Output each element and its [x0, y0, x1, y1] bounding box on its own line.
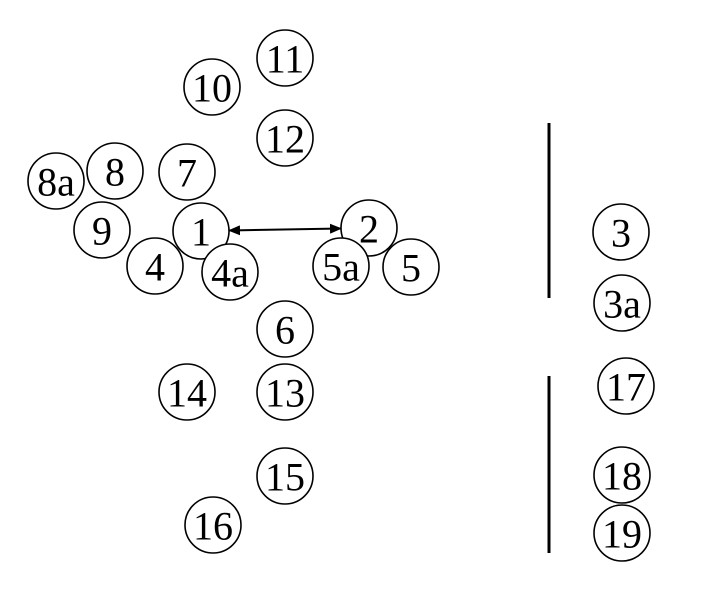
node-19: 19	[593, 504, 651, 562]
node-label: 12	[265, 117, 305, 162]
node-label: 14	[167, 371, 207, 416]
node-circle	[86, 142, 144, 200]
node-circle	[593, 446, 651, 504]
node-18: 18	[593, 446, 651, 504]
node-5a: 5a	[312, 237, 370, 295]
node-label: 6	[275, 308, 295, 353]
node-14: 14	[158, 363, 216, 421]
node-circle	[27, 152, 85, 210]
node-7: 7	[158, 143, 216, 201]
node-label: 9	[92, 209, 112, 254]
node-label: 15	[265, 455, 305, 500]
node-label: 7	[177, 151, 197, 196]
node-4a: 4a	[201, 243, 259, 301]
node-circle	[201, 243, 259, 301]
node-label: 11	[266, 37, 305, 82]
node-label: 3a	[603, 282, 641, 327]
node-label: 1	[191, 210, 211, 255]
double-arrow-1-2	[227, 223, 343, 236]
node-circle	[593, 274, 651, 332]
node-8: 8	[86, 142, 144, 200]
node-label: 5	[401, 246, 421, 291]
node-1: 1	[172, 202, 230, 260]
node-label: 10	[192, 66, 232, 111]
node-label: 18	[602, 454, 642, 499]
node-label: 8a	[37, 160, 75, 205]
node-5: 5	[382, 238, 440, 296]
node-label: 4a	[211, 251, 249, 296]
node-11: 11	[256, 29, 314, 87]
node-13: 13	[256, 363, 314, 421]
node-circle	[382, 238, 440, 296]
node-12: 12	[256, 109, 314, 167]
node-3a: 3a	[593, 274, 651, 332]
node-label: 19	[602, 512, 642, 557]
node-circle	[256, 109, 314, 167]
node-circle	[172, 202, 230, 260]
node-17: 17	[597, 357, 655, 415]
node-16: 16	[184, 496, 242, 554]
node-circle	[593, 504, 651, 562]
node-15: 15	[256, 447, 314, 505]
node-circle	[256, 29, 314, 87]
node-4: 4	[126, 237, 184, 295]
node-3: 3	[592, 203, 650, 261]
node-circle	[597, 357, 655, 415]
node-circle	[256, 300, 314, 358]
node-label: 5a	[322, 245, 360, 290]
node-label: 17	[606, 365, 646, 410]
node-8a: 8a	[27, 152, 85, 210]
node-6: 6	[256, 300, 314, 358]
node-circle	[183, 58, 241, 116]
node-label: 4	[145, 245, 165, 290]
node-circle	[592, 203, 650, 261]
node-10: 10	[183, 58, 241, 116]
edges-layer	[227, 223, 343, 236]
node-label: 16	[193, 504, 233, 549]
node-label: 13	[265, 371, 305, 416]
node-circle	[256, 447, 314, 505]
node-9: 9	[73, 201, 131, 259]
node-circle	[126, 237, 184, 295]
node-circle	[256, 363, 314, 421]
node-circle	[73, 201, 131, 259]
node-circle	[158, 143, 216, 201]
node-label: 2	[359, 207, 379, 252]
node-circle	[184, 496, 242, 554]
node-label: 8	[105, 150, 125, 195]
node-circle	[312, 237, 370, 295]
node-label: 3	[611, 211, 631, 256]
node-circle	[158, 363, 216, 421]
